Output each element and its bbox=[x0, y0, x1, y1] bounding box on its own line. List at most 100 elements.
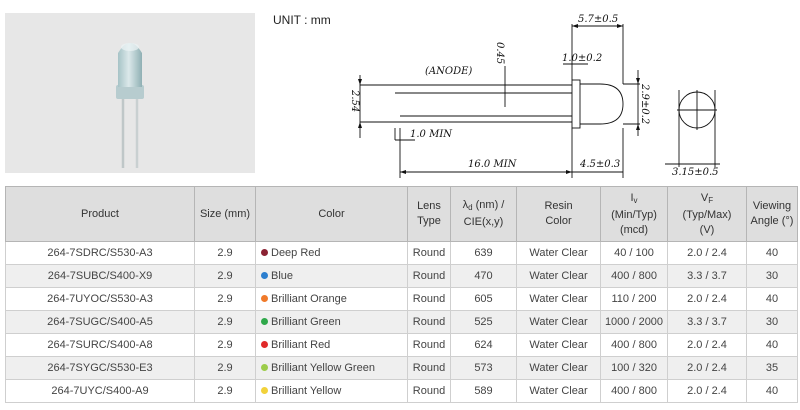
color-dot-icon bbox=[261, 272, 268, 279]
cell-size: 2.9 bbox=[194, 287, 256, 311]
dim-total-length: 5.7±0.5 bbox=[578, 14, 618, 25]
cell-resin: Water Clear bbox=[516, 241, 601, 265]
led-image bbox=[116, 43, 144, 168]
color-label: Brilliant Green bbox=[271, 316, 341, 328]
cell-iv: 400 / 800 bbox=[600, 379, 668, 403]
cell-color: Brilliant Red bbox=[255, 333, 408, 357]
cell-angle: 35 bbox=[746, 356, 798, 380]
cell-product: 264-7UYC/S400-A9 bbox=[5, 379, 195, 403]
cell-resin: Water Clear bbox=[516, 356, 601, 380]
cell-lambda: 470 bbox=[450, 264, 517, 288]
cell-lambda: 639 bbox=[450, 241, 517, 265]
header-forward-voltage: VF(Typ/Max)(V) bbox=[667, 186, 747, 242]
cell-vf: 2.0 / 2.4 bbox=[667, 356, 747, 380]
dim-flange-diameter: 3.15±0.5 bbox=[672, 167, 719, 178]
unit-label: UNIT : mm bbox=[273, 13, 331, 27]
cell-lens: Round bbox=[407, 287, 451, 311]
dim-body-diameter: 2.9±0.2 bbox=[639, 83, 650, 124]
dim-pitch: 2.54 bbox=[349, 89, 360, 112]
cell-product: 264-7SUGC/S400-A5 bbox=[5, 310, 195, 334]
cell-color: Brilliant Yellow Green bbox=[255, 356, 408, 380]
cell-lambda: 525 bbox=[450, 310, 517, 334]
cell-iv: 400 / 800 bbox=[600, 333, 668, 357]
cell-iv: 110 / 200 bbox=[600, 287, 668, 311]
dim-leads-min: 16.0 MIN bbox=[468, 159, 518, 170]
header-wavelength: λd (nm) /CIE(x,y) bbox=[450, 186, 517, 242]
cell-color: Blue bbox=[255, 264, 408, 288]
cell-lens: Round bbox=[407, 333, 451, 357]
color-dot-icon bbox=[261, 295, 268, 302]
dimension-drawing: 5.7±0.5 (ANODE) 1.0±0.2 0.45 2.54 2.9±0.… bbox=[349, 14, 720, 178]
cell-size: 2.9 bbox=[194, 356, 256, 380]
color-label: Deep Red bbox=[271, 247, 321, 259]
color-dot-icon bbox=[261, 249, 268, 256]
cell-angle: 40 bbox=[746, 241, 798, 265]
cell-angle: 40 bbox=[746, 379, 798, 403]
color-label: Brilliant Orange bbox=[271, 293, 347, 305]
header-color: Color bbox=[255, 186, 408, 242]
cell-vf: 2.0 / 2.4 bbox=[667, 241, 747, 265]
color-dot-icon bbox=[261, 364, 268, 371]
color-label: Brilliant Yellow bbox=[271, 385, 342, 397]
cell-lens: Round bbox=[407, 264, 451, 288]
cell-vf: 2.0 / 2.4 bbox=[667, 287, 747, 311]
cell-iv: 100 / 320 bbox=[600, 356, 668, 380]
cell-product: 264-7SURC/S400-A8 bbox=[5, 333, 195, 357]
cell-vf: 3.3 / 3.7 bbox=[667, 310, 747, 334]
color-dot-icon bbox=[261, 318, 268, 325]
cell-resin: Water Clear bbox=[516, 287, 601, 311]
cell-iv: 400 / 800 bbox=[600, 264, 668, 288]
cell-lens: Round bbox=[407, 310, 451, 334]
dim-body-length: 4.5±0.3 bbox=[579, 159, 620, 170]
cell-product: 264-7UYOC/S530-A3 bbox=[5, 287, 195, 311]
cell-lens: Round bbox=[407, 356, 451, 380]
cell-product: 264-7SDRC/S530-A3 bbox=[5, 241, 195, 265]
cell-vf: 2.0 / 2.4 bbox=[667, 379, 747, 403]
cell-angle: 30 bbox=[746, 310, 798, 334]
color-label: Brilliant Yellow Green bbox=[271, 362, 375, 374]
cell-angle: 40 bbox=[746, 333, 798, 357]
cell-size: 2.9 bbox=[194, 264, 256, 288]
color-label: Brilliant Red bbox=[271, 339, 331, 351]
cell-vf: 2.0 / 2.4 bbox=[667, 333, 747, 357]
color-dot-icon bbox=[261, 341, 268, 348]
dim-lead-spacing: 0.45 bbox=[494, 42, 505, 64]
cell-iv: 1000 / 2000 bbox=[600, 310, 668, 334]
cell-color: Brilliant Yellow bbox=[255, 379, 408, 403]
cell-color: Deep Red bbox=[255, 241, 408, 265]
cell-angle: 40 bbox=[746, 287, 798, 311]
cell-lambda: 573 bbox=[450, 356, 517, 380]
cell-angle: 30 bbox=[746, 264, 798, 288]
cell-lens: Round bbox=[407, 379, 451, 403]
color-dot-icon bbox=[261, 387, 268, 394]
product-photo bbox=[5, 13, 255, 173]
cell-lambda: 589 bbox=[450, 379, 517, 403]
cell-resin: Water Clear bbox=[516, 333, 601, 357]
cell-size: 2.9 bbox=[194, 333, 256, 357]
cell-product: 264-7SYGC/S530-E3 bbox=[5, 356, 195, 380]
dim-lead-min: 1.0 MIN bbox=[410, 129, 453, 140]
cell-lambda: 624 bbox=[450, 333, 517, 357]
cell-iv: 40 / 100 bbox=[600, 241, 668, 265]
color-label: Blue bbox=[271, 270, 294, 282]
header-size: Size (mm) bbox=[194, 186, 256, 242]
dim-flange: 1.0±0.2 bbox=[562, 53, 602, 64]
header-intensity: Iv(Min/Typ)(mcd) bbox=[600, 186, 668, 242]
header-product: Product bbox=[5, 186, 195, 242]
cell-resin: Water Clear bbox=[516, 264, 601, 288]
cell-lambda: 605 bbox=[450, 287, 517, 311]
cell-resin: Water Clear bbox=[516, 310, 601, 334]
cell-lens: Round bbox=[407, 241, 451, 265]
cell-size: 2.9 bbox=[194, 310, 256, 334]
anode-label: (ANODE) bbox=[425, 66, 472, 77]
